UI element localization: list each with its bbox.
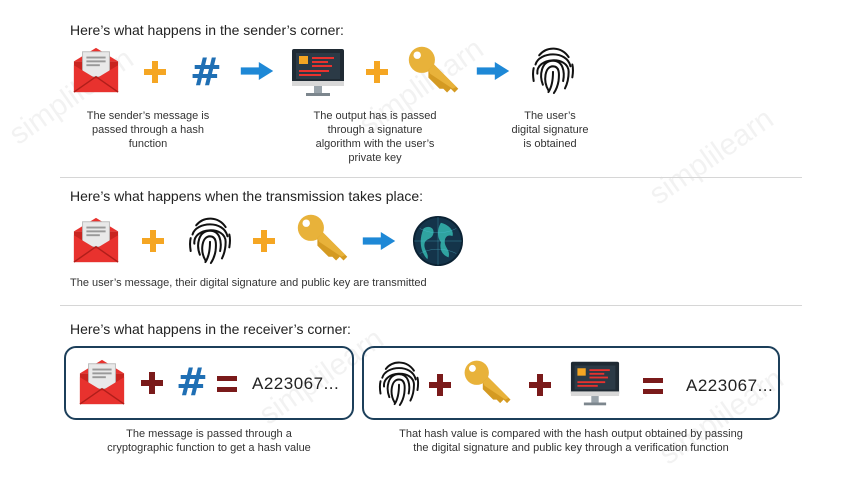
receiver-heading: Here’s what happens in the receiver’s co… bbox=[70, 321, 351, 337]
equals-icon bbox=[217, 376, 237, 392]
monitor-icon bbox=[291, 48, 345, 98]
watermark: simplilearn bbox=[643, 101, 780, 212]
monitor-icon bbox=[570, 360, 620, 408]
divider bbox=[60, 305, 802, 306]
hash-icon: # bbox=[190, 50, 222, 94]
fingerprint-icon bbox=[187, 214, 233, 266]
plus-icon bbox=[141, 372, 163, 394]
receiver-verify-box bbox=[362, 346, 780, 420]
fingerprint-icon bbox=[530, 44, 576, 96]
arrow-right-icon bbox=[362, 232, 396, 250]
hash-icon: # bbox=[176, 360, 208, 404]
hash-value: A223067... bbox=[252, 374, 340, 393]
plus-icon bbox=[429, 374, 451, 396]
envelope-icon bbox=[72, 46, 120, 94]
arrow-right-icon bbox=[240, 62, 274, 80]
plus-icon bbox=[144, 61, 166, 83]
sender-heading: Here’s what happens in the sender’s corn… bbox=[70, 22, 344, 38]
receiver-hash-box bbox=[64, 346, 354, 420]
envelope-icon bbox=[72, 216, 120, 264]
receiver-caption-verify: That hash value is compared with the has… bbox=[399, 428, 743, 454]
plus-icon bbox=[253, 230, 275, 252]
transmission-caption: The user’s message, their digital signat… bbox=[70, 277, 427, 289]
key-icon bbox=[462, 358, 514, 410]
transmission-heading: Here’s what happens when the transmissio… bbox=[70, 188, 424, 204]
envelope-icon bbox=[78, 358, 126, 406]
arrow-right-icon bbox=[476, 62, 510, 80]
fingerprint-icon bbox=[377, 358, 421, 408]
plus-icon bbox=[529, 374, 551, 396]
divider bbox=[60, 177, 802, 178]
plus-icon bbox=[142, 230, 164, 252]
globe-icon bbox=[412, 215, 464, 267]
equals-icon bbox=[643, 378, 663, 394]
key-icon bbox=[406, 44, 462, 100]
key-icon bbox=[295, 212, 351, 268]
plus-icon bbox=[366, 61, 388, 83]
hash-value: A223067... bbox=[686, 376, 774, 395]
